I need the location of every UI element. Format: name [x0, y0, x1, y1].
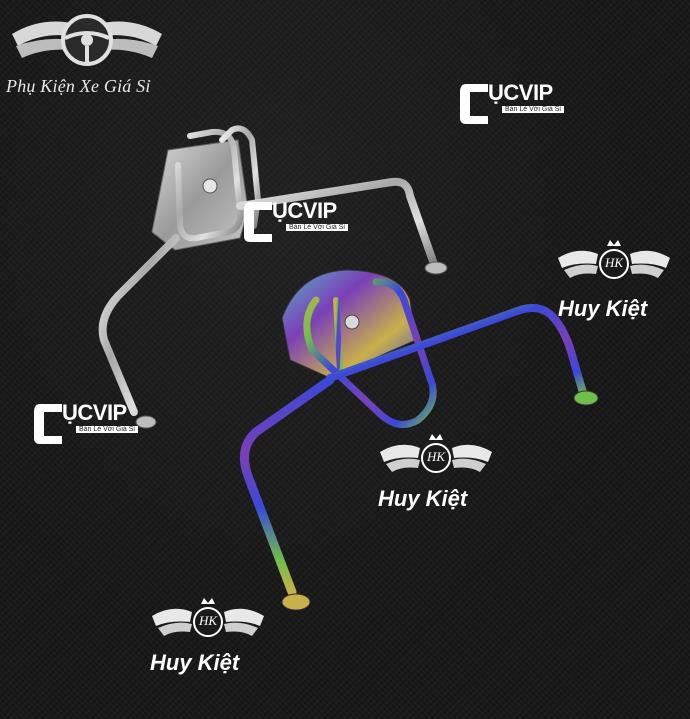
cucvip-logo: ỤCVIP Bán Lẻ Với Giá Sỉ: [32, 400, 152, 448]
hk-monogram: HK: [426, 449, 446, 464]
hk-monogram: HK: [604, 255, 624, 270]
cucvip-word: ỤCVIP: [272, 198, 337, 223]
winged-hk-logo: [152, 598, 264, 637]
cucvip-word: ỤCVIP: [62, 400, 127, 425]
cucvip-logo: ỤCVIP Bán Lẻ Với Giá Sỉ: [242, 198, 362, 246]
brand-caption: Phụ Kiện Xe Giá Sỉ: [6, 76, 151, 96]
cucvip-word: ỤCVIP: [488, 80, 553, 105]
hk-caption: Huy Kiệt: [378, 486, 468, 511]
crown-icon: [607, 240, 621, 246]
hk-caption: Huy Kiệt: [558, 296, 648, 321]
cucvip-mark-icon: [460, 84, 488, 124]
hk-monogram: HK: [198, 613, 218, 628]
rainbow-bracket: [239, 269, 599, 611]
cucvip-mark-icon: [244, 202, 272, 242]
crown-icon: [201, 598, 215, 604]
winged-steering-wheel-logo: [12, 14, 162, 66]
cucvip-tagline: Bán Lẻ Với Giá Sỉ: [76, 426, 138, 433]
cucvip-logo: ỤCVIP Bán Lẻ Với Giá Sỉ: [458, 80, 578, 128]
cucvip-mark-icon: [34, 404, 62, 444]
crown-icon: [429, 434, 443, 440]
hk-caption: Huy Kiệt: [150, 650, 240, 675]
winged-hk-logo: [558, 240, 670, 279]
chrome-bracket: [98, 125, 448, 429]
cucvip-tagline: Bán Lẻ Với Giá Sỉ: [502, 106, 564, 113]
winged-hk-logo: [380, 434, 492, 473]
cucvip-tagline: Bán Lẻ Với Giá Sỉ: [286, 224, 348, 231]
